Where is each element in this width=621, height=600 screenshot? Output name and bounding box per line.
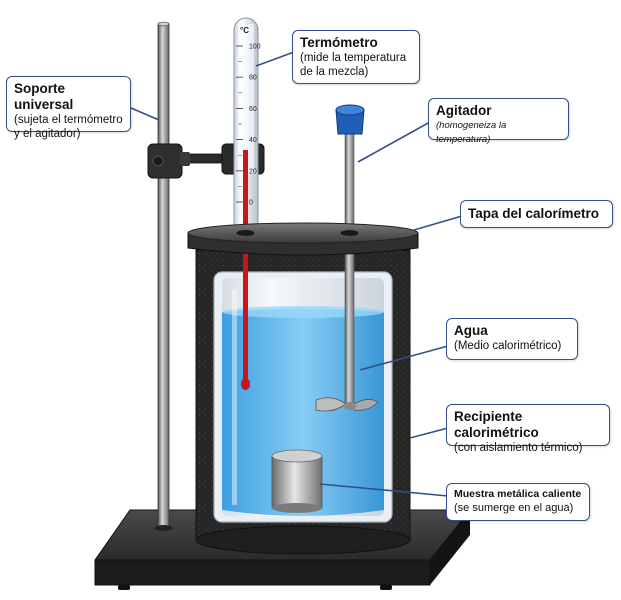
label-desc: (homogeneiza la temperatura)	[436, 120, 507, 145]
label-desc: (sujeta el termómetro y el agitador)	[14, 114, 123, 140]
label-title: Recipiente calorimétrico	[454, 409, 539, 440]
water	[222, 309, 384, 516]
scale-label: 100	[249, 44, 261, 51]
scale-label: 60	[249, 106, 257, 113]
thermometer-scale: 100 80 60 40 20 0	[236, 44, 261, 207]
scale-label: 80	[249, 75, 257, 82]
metal-sample	[271, 449, 323, 513]
label-title: Soporte universal	[14, 81, 74, 112]
label-desc: (con aislamiento térmico)	[454, 442, 583, 454]
support-rod	[154, 21, 173, 531]
label-title: Tapa del calorímetro	[468, 206, 600, 221]
label-recipiente: Recipiente calorimétrico (con aislamient…	[446, 404, 610, 454]
label-desc: (se sumerge en el agua)	[454, 502, 574, 514]
leader-lines	[130, 51, 463, 497]
label-termometro: Termómetro (mide la temperatura de la me…	[292, 30, 420, 84]
label-soporte-universal: Soporte universal (sujeta el termómetro …	[6, 76, 131, 140]
label-muestra: Muestra metálica caliente (se sumerge en…	[446, 483, 590, 521]
label-title: Muestra metálica caliente	[454, 488, 582, 500]
label-title: Agua	[454, 323, 488, 338]
scale-label: 20	[249, 168, 257, 175]
label-title: Termómetro	[300, 35, 378, 50]
calorimeter-lid	[187, 222, 419, 256]
label-desc: (Medio calorimétrico)	[454, 340, 562, 352]
label-agitador: Agitador (homogeneiza la temperatura)	[428, 98, 569, 145]
label-agua: Agua (Medio calorimétrico)	[446, 318, 578, 360]
label-tapa: Tapa del calorímetro	[460, 200, 613, 228]
scale-label: 40	[249, 137, 257, 144]
mercury-column	[243, 150, 248, 382]
thermometer-unit: °C	[240, 26, 249, 35]
label-desc: (mide la temperatura de la mezcla)	[300, 52, 407, 78]
label-title: Agitador	[436, 103, 492, 118]
scale-label: 0	[249, 200, 253, 207]
